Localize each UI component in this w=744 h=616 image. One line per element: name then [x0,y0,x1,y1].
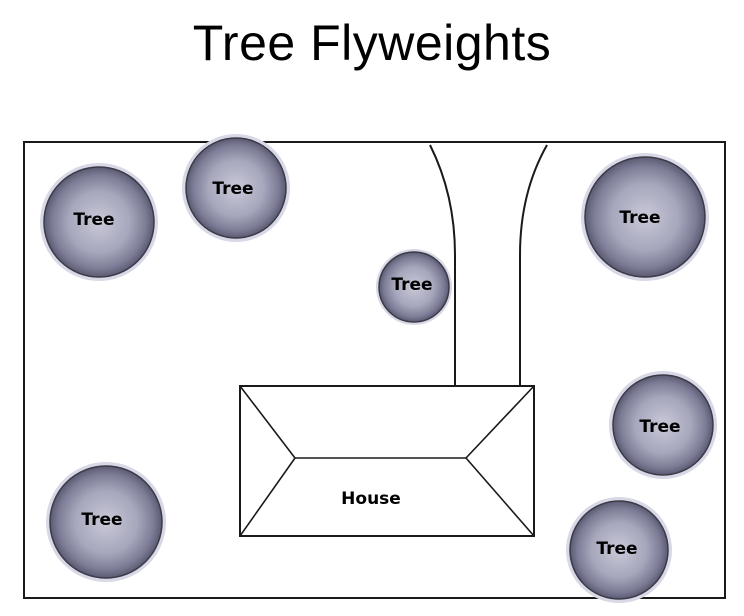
house: House [239,385,535,537]
tree-canopy [612,374,714,476]
yard-boundary [23,141,726,599]
tree-label: Tree [81,510,122,530]
tree-small-center: Tree [376,249,452,325]
tree-canopy [185,137,287,239]
tree-canopy [43,166,155,278]
driveway-left-edge [429,144,456,386]
tree-canopy [378,251,450,323]
tree-label: Tree [619,208,660,228]
tree-label: Tree [391,275,432,295]
house-hip-br [465,457,535,537]
tree-top-right: Tree [581,153,709,281]
diagram-title: Tree Flyweights [192,15,552,71]
tree-top-left: Tree [40,163,158,281]
tree-canopy [49,465,163,579]
tree-label: Tree [639,417,680,437]
tree-label: Tree [596,539,637,559]
tree-middle-right: Tree [609,371,717,479]
tree-bottom-right: Tree [566,497,672,603]
house-outline [239,385,535,537]
house-hip-tr [465,385,535,459]
house-label: House [341,489,401,509]
house-hip-bl [239,457,296,537]
tree-label: Tree [73,210,114,230]
tree-top-center-left: Tree [182,134,290,242]
driveway-right-edge [519,144,548,386]
tree-canopy [569,500,669,600]
tree-bottom-left: Tree [46,462,166,582]
tree-label: Tree [212,179,253,199]
house-hip-tl [239,385,296,459]
tree-canopy [584,156,706,278]
